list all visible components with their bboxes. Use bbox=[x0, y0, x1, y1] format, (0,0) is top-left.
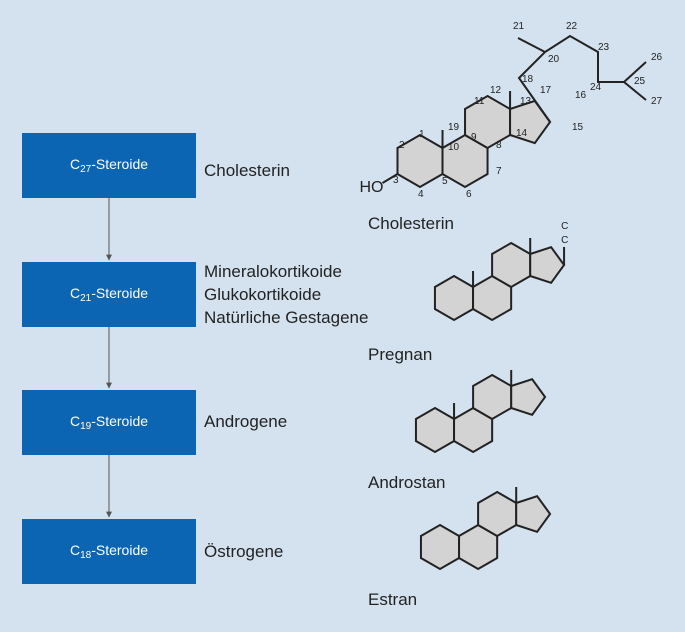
atom-number-7: 7 bbox=[496, 166, 502, 177]
atom-number-10: 10 bbox=[448, 142, 460, 153]
description-line: Glukokortikoide bbox=[204, 285, 322, 304]
methyl-26-bond bbox=[623, 61, 647, 83]
atom-number-21: 21 bbox=[513, 21, 525, 32]
class-label-c21: C21-Steroide bbox=[69, 285, 149, 304]
atom-number-24: 24 bbox=[590, 82, 602, 93]
pregnan-ring-d bbox=[529, 246, 566, 284]
atom-number-11: 11 bbox=[474, 96, 485, 107]
atom-number-22: 22 bbox=[566, 21, 578, 32]
atom-number-3: 3 bbox=[393, 175, 399, 186]
pregnan-ring-c bbox=[491, 241, 532, 289]
atom-number-20: 20 bbox=[548, 54, 560, 65]
description-c18: Östrogene bbox=[204, 540, 283, 563]
methyl-27-bond bbox=[623, 81, 647, 101]
atom-number-26: 26 bbox=[651, 52, 663, 63]
pregnan-structure: CC bbox=[433, 221, 568, 322]
atom-number-8: 8 bbox=[496, 140, 502, 151]
class-box-c27: C27-Steroide bbox=[22, 133, 196, 198]
side-chain-bond bbox=[517, 34, 624, 123]
atom-number-6: 6 bbox=[466, 189, 472, 200]
atom-number-4: 4 bbox=[418, 189, 424, 200]
description-c21: Mineralokortikoide Glukokortikoide Natür… bbox=[204, 260, 368, 329]
androstan-structure bbox=[414, 370, 547, 454]
description-c27: Cholesterin bbox=[204, 159, 290, 182]
atom-number-5: 5 bbox=[442, 176, 448, 187]
atom-number-19: 19 bbox=[448, 122, 460, 133]
androstan-ring-a bbox=[414, 406, 456, 454]
structure-name-estran: Estran bbox=[368, 590, 418, 609]
atom-number-14: 14 bbox=[516, 128, 528, 139]
pregnan-side-chain-c20: C bbox=[561, 235, 568, 246]
atom-number-16: 16 bbox=[575, 90, 587, 101]
atom-number-15: 15 bbox=[572, 122, 584, 133]
hydroxyl-bond bbox=[381, 173, 398, 184]
pregnan-ring-a bbox=[433, 274, 475, 322]
class-box-c19: C19-Steroide bbox=[22, 390, 196, 455]
structure-name-cholesterin: Cholesterin bbox=[368, 214, 454, 233]
atom-number-27: 27 bbox=[651, 96, 663, 107]
atom-number-9: 9 bbox=[471, 132, 477, 143]
description-line: Mineralokortikoide bbox=[204, 262, 342, 281]
atom-number-13: 13 bbox=[520, 96, 532, 107]
androstan-ring-d bbox=[510, 378, 547, 416]
structure-name-androstan: Androstan bbox=[368, 473, 446, 492]
description-line: Natürliche Gestagene bbox=[204, 308, 369, 327]
class-label-c19: C19-Steroide bbox=[69, 413, 149, 432]
class-label-c18: C18-Steroide bbox=[69, 542, 149, 561]
estran-ring-d bbox=[515, 495, 552, 533]
cholesterol-ring-d bbox=[509, 99, 552, 145]
estran-ring-a bbox=[419, 523, 461, 571]
pregnan-side-chain-c21: C bbox=[561, 221, 568, 232]
atom-number-1: 1 bbox=[419, 129, 425, 140]
atom-number-17: 17 bbox=[540, 85, 552, 96]
class-box-c21: C21-Steroide bbox=[22, 262, 196, 327]
methyl-21-bond bbox=[517, 37, 546, 53]
atom-number-2: 2 bbox=[399, 140, 405, 151]
atom-number-12: 12 bbox=[490, 85, 502, 96]
atom-number-25: 25 bbox=[634, 76, 646, 87]
atom-number-23: 23 bbox=[598, 42, 610, 53]
atom-number-18: 18 bbox=[522, 74, 534, 85]
description-line: Androgene bbox=[204, 412, 288, 431]
description-line: Östrogene bbox=[204, 542, 284, 561]
hydroxyl-label: HO bbox=[359, 179, 383, 196]
description-line: Cholesterin bbox=[204, 161, 290, 180]
estran-structure bbox=[419, 487, 552, 571]
estran-ring-c bbox=[477, 490, 518, 538]
class-label-c27: C27-Steroide bbox=[69, 156, 149, 175]
class-box-c18: C18-Steroide bbox=[22, 519, 196, 584]
structure-name-pregnan: Pregnan bbox=[368, 345, 433, 364]
description-c19: Androgene bbox=[204, 410, 287, 433]
androstan-ring-c bbox=[472, 373, 513, 421]
